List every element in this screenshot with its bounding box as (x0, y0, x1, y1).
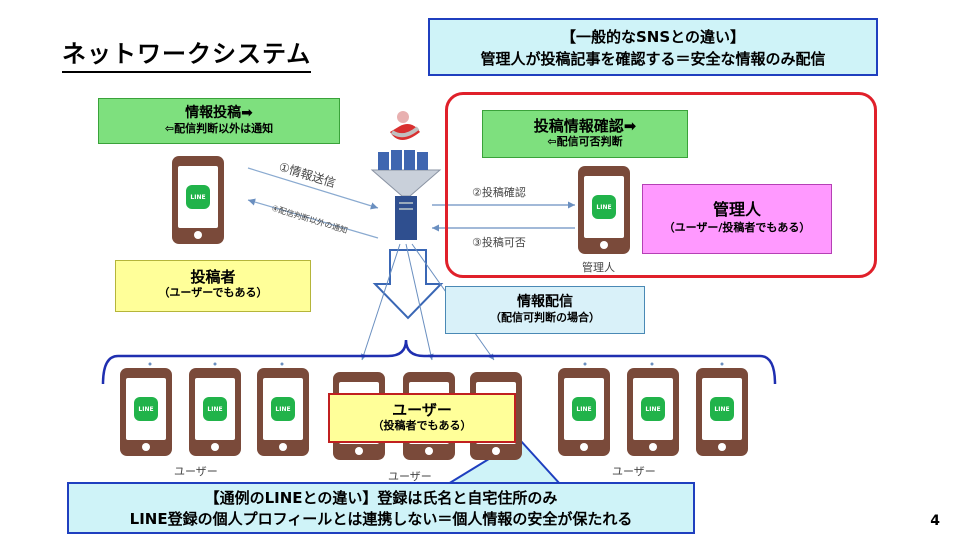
funnel-shape (370, 169, 442, 197)
distribute-box-line1: 情報配信 (517, 294, 573, 310)
user-box: ユーザー （投稿者でもある） (328, 393, 516, 443)
admin-phone: LINE (578, 166, 630, 254)
confirm-box: 投稿情報確認➡ ⇦配信可否判断 (482, 110, 688, 158)
callout-top-line1: 【一般的なSNSとの違い】 (560, 28, 745, 46)
line-logo-icon: LINE (271, 397, 295, 421)
users-bracket (101, 339, 777, 385)
admin-box-line1: 管理人 (712, 200, 761, 219)
user-caption: ユーザー (388, 470, 432, 483)
down-arrow-icon (372, 249, 444, 320)
line-logo-icon: LINE (186, 185, 210, 209)
confirm-box-line2: ⇦配信可否判断 (547, 135, 623, 148)
admin-box-line2: （ユーザー/投稿者でもある） (663, 221, 811, 234)
callout-sns-difference: 【一般的なSNSとの違い】 管理人が投稿記事を確認する＝安全な情報のみ配信 (428, 18, 878, 76)
distribute-box: 情報配信 （配信可判断の場合） (445, 286, 645, 334)
admin-caption: 管理人 (582, 261, 615, 274)
user-phone: LINE (627, 368, 679, 456)
line-logo-icon: LINE (203, 397, 227, 421)
post-box-line2: ⇦配信判断以外は通知 (164, 122, 274, 135)
poster-box: 投稿者 （ユーザーでもある） (115, 260, 311, 312)
callout-top-line2: 管理人が投稿記事を確認する＝安全な情報のみ配信 (480, 50, 826, 68)
post-box-line1: 情報投稿➡ (185, 105, 253, 121)
poster-box-line2: （ユーザーでもある） (158, 286, 268, 299)
distribute-box-line2: （配信可判断の場合） (490, 311, 600, 324)
user-caption: ユーザー (174, 465, 218, 478)
server-icon (378, 150, 428, 240)
admin-frame (445, 92, 877, 278)
line-logo-icon: LINE (572, 397, 596, 421)
callout-bottom-line1: 【通例のLINEとの違い】登録は氏名と自宅住所のみ (204, 489, 558, 507)
poster-box-line1: 投稿者 (190, 268, 236, 286)
send-arrow (247, 167, 379, 210)
callout-bottom-line2: LINE登録の個人プロフィールとは連携しない＝個人情報の安全が保たれる (129, 510, 633, 528)
user-phone: LINE (120, 368, 172, 456)
user-box-line2: （投稿者でもある） (372, 419, 472, 432)
user-caption: ユーザー (612, 465, 656, 478)
user-phone: LINE (189, 368, 241, 456)
notify-arrow (247, 198, 379, 239)
poster-phone: LINE (172, 156, 224, 244)
user-phone: LINE (558, 368, 610, 456)
line-logo-icon: LINE (592, 195, 616, 219)
page-title: ネットワークシステム (62, 34, 312, 73)
page-number: 4 (930, 513, 940, 529)
user-phone: LINE (696, 368, 748, 456)
line-logo-icon: LINE (641, 397, 665, 421)
admin-box: 管理人 （ユーザー/投稿者でもある） (642, 184, 832, 254)
post-box: 情報投稿➡ ⇦配信判断以外は通知 (98, 98, 340, 144)
callout-line-difference: 【通例のLINEとの違い】登録は氏名と自宅住所のみ LINE登録の個人プロフィー… (67, 482, 695, 534)
line-logo-icon: LINE (134, 397, 158, 421)
approve-label: ③投稿可否 (472, 236, 526, 249)
line-logo-icon: LINE (710, 397, 734, 421)
confirm-label: ②投稿確認 (472, 186, 526, 199)
user-box-line1: ユーザー (392, 401, 452, 419)
confirm-box-line1: 投稿情報確認➡ (533, 117, 637, 135)
user-phone: LINE (257, 368, 309, 456)
